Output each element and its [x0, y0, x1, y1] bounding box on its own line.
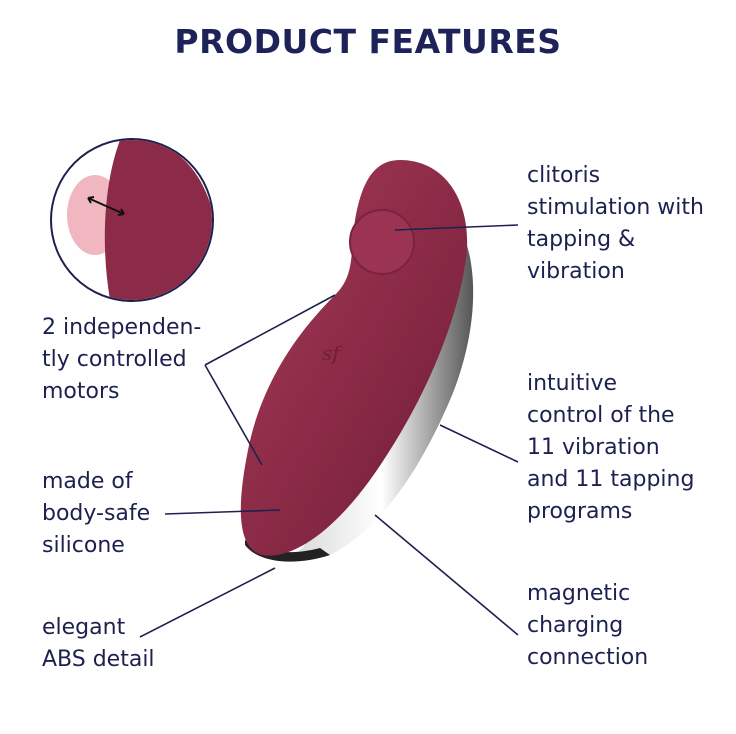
feature-line: motors	[42, 379, 120, 404]
feature-motors: 2 independen- tly controlled motors	[42, 312, 201, 408]
feature-line: stimulation with	[527, 195, 704, 220]
feature-line: vibration	[527, 259, 625, 284]
feature-silicone: made of body-safe silicone	[42, 466, 150, 562]
feature-line: control of the	[527, 403, 675, 428]
feature-line: 11 vibration	[527, 435, 660, 460]
feature-line: tapping &	[527, 227, 636, 252]
feature-line: silicone	[42, 533, 125, 558]
feature-line: body-safe	[42, 501, 151, 526]
logo: sf	[322, 341, 343, 365]
feature-charging: magnetic charging connection	[527, 578, 648, 674]
feature-line: and 11 tapping	[527, 467, 695, 492]
feature-line: intuitive	[527, 371, 618, 396]
feature-line: connection	[527, 645, 649, 670]
page-title: PRODUCT FEATURES	[174, 22, 562, 61]
feature-line: tly controlled	[42, 347, 187, 372]
feature-line: charging	[527, 613, 624, 638]
feature-line: 2 independen-	[42, 315, 202, 340]
feature-stimulation: clitoris stimulation with tapping & vibr…	[527, 160, 704, 288]
arrow-icon	[87, 196, 125, 216]
charging-edge	[245, 540, 330, 562]
feature-line: programs	[527, 499, 633, 524]
feature-line: magnetic	[527, 581, 631, 606]
feature-line: ABS detail	[42, 647, 155, 672]
feature-line: clitoris	[527, 163, 601, 188]
feature-line: made of	[42, 469, 133, 494]
feature-abs: elegant ABS detail	[42, 612, 155, 676]
product-body	[240, 160, 468, 556]
feature-programs: intuitive control of the 11 vibration an…	[527, 368, 694, 528]
stimulation-head	[349, 209, 415, 275]
feature-line: elegant	[42, 615, 126, 640]
